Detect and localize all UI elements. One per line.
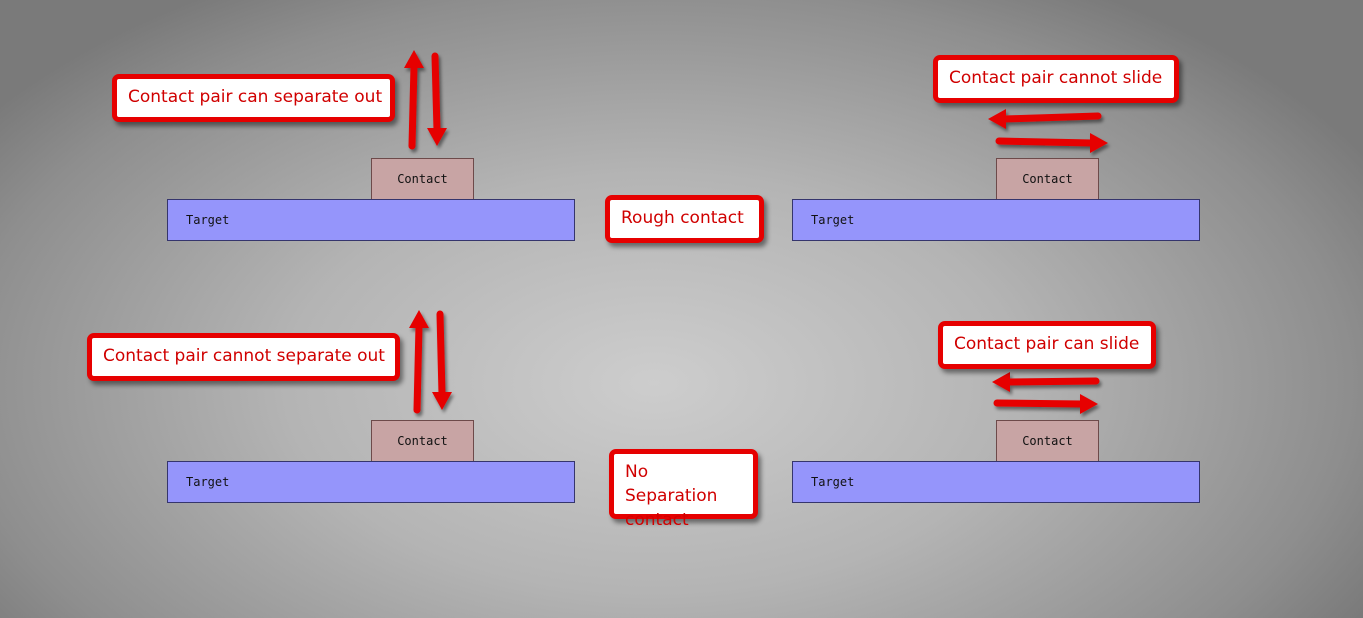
contact-block: Contact — [371, 158, 474, 200]
contact-label: Contact — [397, 434, 448, 448]
target-label: Target — [811, 475, 855, 489]
up-arrow — [409, 310, 429, 414]
cannot-separate-out-note: Contact pair cannot separate out — [87, 333, 400, 381]
right-arrow — [993, 394, 1098, 414]
separate-out-note: Contact pair can separate out — [112, 74, 395, 122]
target-label: Target — [186, 475, 230, 489]
target-block: Target — [792, 461, 1200, 503]
target-label: Target — [186, 213, 230, 227]
contact-label: Contact — [1022, 434, 1073, 448]
contact-label: Contact — [1022, 172, 1073, 186]
left-arrow — [992, 372, 1100, 392]
down-arrow — [427, 52, 447, 146]
up-arrow — [404, 50, 424, 150]
contact-block: Contact — [371, 420, 474, 462]
right-arrow — [995, 133, 1108, 153]
cannot-slide-note: Contact pair cannot slide — [933, 55, 1179, 103]
contact-block: Contact — [996, 420, 1099, 462]
contact-block: Contact — [996, 158, 1099, 200]
can-slide-note: Contact pair can slide — [938, 321, 1156, 369]
contact-label: Contact — [397, 172, 448, 186]
target-block: Target — [167, 461, 575, 503]
left-arrow — [988, 109, 1102, 129]
target-block: Target — [792, 199, 1200, 241]
down-arrow — [432, 310, 452, 410]
rough-contact-label: Rough contact — [605, 195, 764, 243]
target-block: Target — [167, 199, 575, 241]
no-separation-contact-label: No Separation contact — [609, 449, 758, 530]
target-label: Target — [811, 213, 855, 227]
